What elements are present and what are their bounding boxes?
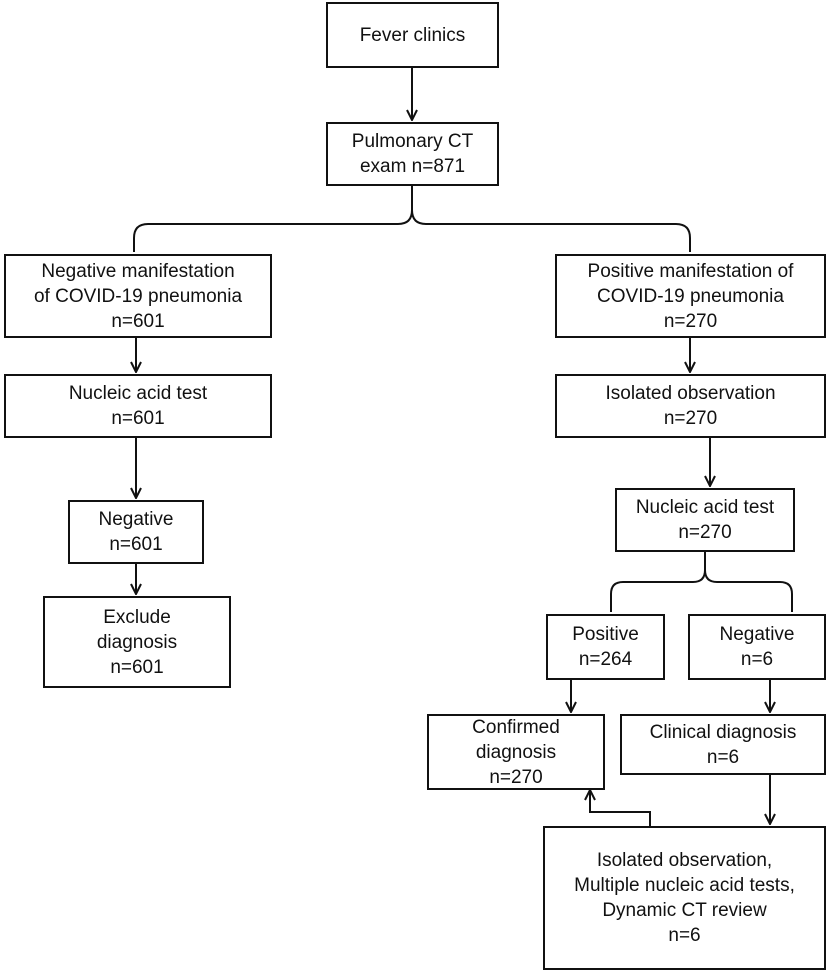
box-line: COVID-19 pneumonia (597, 285, 784, 307)
box-line: Negative (719, 624, 795, 645)
box-line: of COVID-19 pneumonia (33, 285, 243, 307)
right-nucleic-acid-test-box: Nucleic acid test n=270 (615, 488, 795, 552)
pulmonary-ct-box: Pulmonary CT exam n=871 (326, 122, 499, 186)
box-line: n=270 (663, 310, 718, 332)
negative-manifestation-box: Negative manifestation of COVID-19 pneum… (4, 254, 272, 338)
isolated-observation-box: Isolated observation n=270 (555, 374, 826, 438)
box-line: Clinical diagnosis (649, 721, 797, 743)
arrow-followup-to-confirmed (590, 790, 651, 826)
box-line: n=6 (740, 649, 774, 670)
followup-box: Isolated observation, Multiple nucleic a… (543, 826, 826, 970)
box-line: n=270 (663, 408, 718, 429)
right-positive-box: Positive n=264 (546, 614, 665, 680)
box-line: Isolated observation (605, 383, 776, 404)
box-line: Positive manifestation of (587, 260, 794, 282)
fever-clinics-box: Fever clinics (326, 2, 499, 68)
box-line: Exclude (103, 606, 171, 628)
box-line: diagnosis (96, 631, 178, 653)
box-line: Nucleic acid test (635, 497, 775, 518)
brace-ct-split-right (411, 209, 691, 252)
confirmed-diagnosis-box: Confirmed diagnosis n=270 (427, 714, 605, 790)
brace-ct-split (133, 186, 413, 252)
brace-nat-split (610, 552, 706, 612)
box-line: exam n=871 (359, 156, 466, 177)
left-nucleic-acid-test-box: Nucleic acid test n=601 (4, 374, 272, 438)
box-line: Dynamic CT review (602, 900, 767, 921)
box-line: Negative (98, 509, 174, 530)
box-line: n=270 (678, 522, 732, 543)
box-line: Negative manifestation (41, 260, 235, 282)
brace-nat-split-right (704, 569, 793, 612)
box-line: Confirmed (472, 716, 560, 738)
positive-manifestation-box: Positive manifestation of COVID-19 pneum… (555, 254, 826, 338)
box-line: n=601 (110, 656, 164, 678)
right-negative-box: Negative n=6 (688, 614, 826, 680)
box-line: Multiple nucleic acid tests, (574, 875, 795, 896)
box-line: Fever clinics (359, 24, 466, 46)
box-line: Positive (572, 624, 639, 645)
left-negative-box: Negative n=601 (68, 500, 204, 564)
box-line: diagnosis (475, 741, 557, 763)
box-line: n=6 (668, 925, 701, 946)
box-line: Isolated observation, (596, 850, 773, 871)
clinical-diagnosis-box: Clinical diagnosis n=6 (620, 714, 826, 775)
box-line: n=601 (111, 408, 165, 429)
box-line: n=264 (578, 649, 633, 670)
box-line: Nucleic acid test (68, 383, 208, 404)
box-line: n=601 (109, 534, 163, 555)
exclude-diagnosis-box: Exclude diagnosis n=601 (43, 596, 231, 688)
box-line: n=601 (111, 310, 165, 332)
box-line: n=270 (489, 766, 543, 788)
box-line: Pulmonary CT (351, 131, 474, 152)
box-line: n=6 (706, 746, 740, 768)
